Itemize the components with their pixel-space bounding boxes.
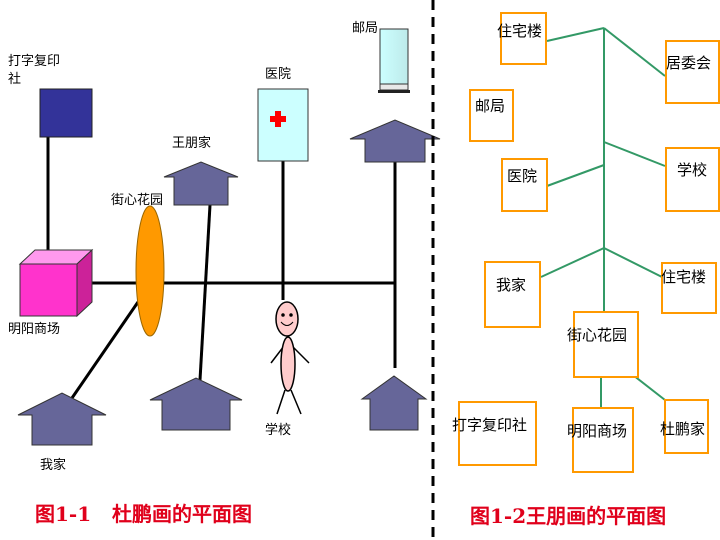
school-box bbox=[665, 147, 720, 212]
my-home-label: 我家 bbox=[40, 457, 66, 473]
my-home-box bbox=[484, 261, 541, 328]
residential-mid-box bbox=[661, 262, 717, 314]
my-home-house bbox=[17, 392, 107, 446]
garden-box bbox=[573, 311, 639, 378]
print-shop-building bbox=[39, 88, 93, 138]
left-caption: 图1-1 杜鹏画的平面图 bbox=[35, 502, 252, 526]
du-home-box bbox=[664, 399, 709, 454]
school-label-right: 学校 bbox=[677, 161, 707, 179]
hospital-building bbox=[257, 88, 309, 162]
print-shop-box bbox=[458, 401, 537, 466]
residential-top-box bbox=[500, 12, 547, 65]
committee-label: 居委会 bbox=[666, 54, 711, 72]
right-bottom-house bbox=[360, 375, 428, 431]
left-map: 打字复印 社 明阳商场 街心花园 王朋家 医院 邮局 bbox=[8, 21, 441, 526]
du-home-label: 杜鹏家 bbox=[660, 420, 705, 438]
post-office-box bbox=[469, 89, 514, 142]
right-caption: 图1-2王朋画的平面图 bbox=[470, 504, 666, 528]
wang-home-road bbox=[198, 204, 212, 381]
my-home-label-right: 我家 bbox=[496, 276, 526, 294]
school-label: 学校 bbox=[265, 422, 291, 438]
garden-shape bbox=[135, 205, 165, 337]
wang-home-house bbox=[163, 161, 239, 206]
residential-mid-label: 住宅楼 bbox=[661, 268, 706, 286]
post-office-label: 邮局 bbox=[352, 21, 378, 36]
hospital-label: 医院 bbox=[265, 67, 291, 82]
hospital-box bbox=[501, 158, 548, 212]
post-office-building bbox=[378, 28, 410, 93]
mall-building bbox=[18, 248, 94, 318]
print-shop-label-right: 打字复印社 bbox=[452, 416, 527, 434]
post-office-label-right: 邮局 bbox=[475, 97, 505, 115]
left-roads bbox=[46, 137, 397, 399]
post-office-house bbox=[349, 119, 441, 163]
committee-box bbox=[665, 40, 720, 104]
wang-home-label: 王朋家 bbox=[172, 135, 211, 151]
right-map: 住宅楼 邮局 居委会 医院 学校 我家 住宅楼 街心花园 打字复印社 明阳商场 … bbox=[452, 12, 720, 528]
red-cross-icon bbox=[270, 111, 286, 127]
residential-top-label: 住宅楼 bbox=[497, 22, 542, 40]
school-person-icon bbox=[270, 301, 310, 415]
wang-bottom-house bbox=[149, 377, 243, 431]
print-shop-label-line1: 打字复印 bbox=[8, 54, 60, 69]
mall-label: 明阳商场 bbox=[8, 322, 60, 337]
mall-box bbox=[572, 407, 634, 473]
print-shop-label-line2: 社 bbox=[8, 71, 21, 87]
right-boxes bbox=[458, 12, 720, 473]
garden-label: 街心花园 bbox=[111, 192, 163, 208]
mall-label-right: 明阳商场 bbox=[567, 422, 627, 440]
my-home-road bbox=[70, 301, 140, 399]
garden-label-right: 街心花园 bbox=[567, 326, 627, 344]
hospital-label-right: 医院 bbox=[507, 167, 537, 185]
